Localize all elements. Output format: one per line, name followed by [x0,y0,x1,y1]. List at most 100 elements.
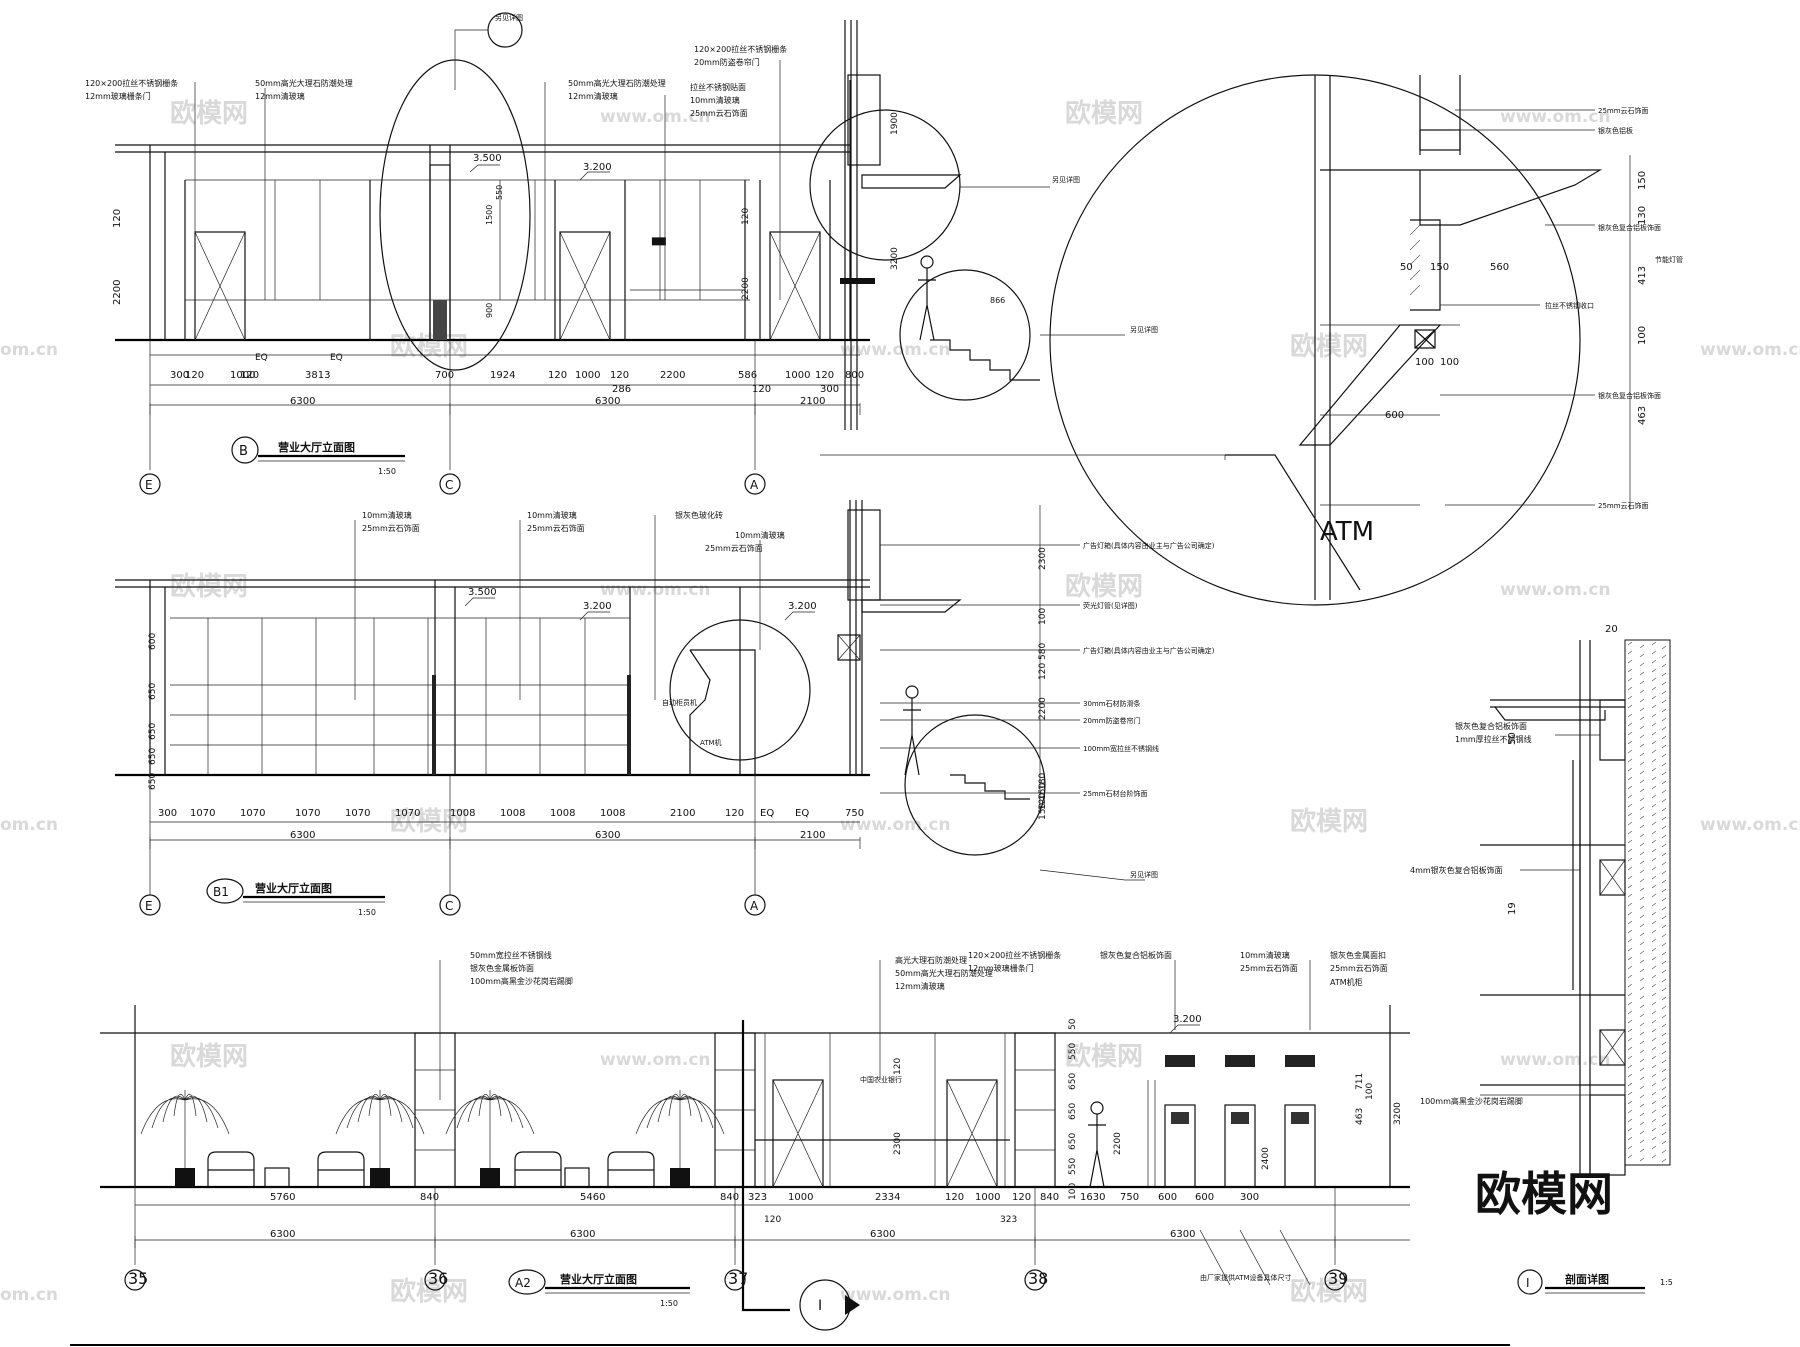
dim-label: 323 [748,1192,767,1203]
atm-dim: 150 [1430,262,1449,273]
level-marker: 3.200 [1173,1014,1202,1025]
watermark: 欧模网 [1290,331,1368,362]
height-dim: 3200 [890,247,900,270]
dim-label: 300 [820,384,839,395]
equipment-label: 自动柜员机 [662,698,697,707]
section-detail-i: 银灰色复合铝板饰面 1mm厚拉丝不锈钢线 4mm银灰色复合铝板饰面 100mm高… [1410,624,1673,1295]
dim-label: 1070 [345,808,370,819]
eq-label: EQ [255,353,268,363]
dim-label: 6300 [570,1229,595,1240]
svg-text:拉丝不锈钢贴面: 拉丝不锈钢贴面 [690,82,746,92]
human-figure [918,255,936,341]
height-dim: 550 [495,185,504,200]
svg-text:25mm云石饰面: 25mm云石饰面 [527,523,585,533]
bank-sign-glyph: ▆▆ [651,236,667,246]
watermark: 欧模网 [390,806,468,837]
material-notes: 10mm清玻璃 25mm云石饰面 10mm清玻璃 25mm云石饰面 银灰色玻化砖… [362,510,785,747]
svg-text:100mm高黑金沙花岗岩踢脚: 100mm高黑金沙花岗岩踢脚 [470,976,573,986]
side-table [264,1167,290,1188]
svg-text:10mm清玻璃: 10mm清玻璃 [527,510,577,520]
svg-text:25mm云石饰面: 25mm云石饰面 [705,543,763,553]
height-dim: 650 [1068,1133,1078,1150]
axis-label: 36 [428,1269,448,1288]
door-panel [772,1079,824,1188]
axis-bubble [724,1269,746,1291]
svg-text:120×200拉丝不锈钢栅条: 120×200拉丝不锈钢栅条 [968,950,1061,960]
dim-label: 120 [185,370,204,381]
height-dim: 120 [741,208,751,225]
svg-text:E: E [145,899,153,913]
svg-text:高光大理石防潮处理: 高光大理石防潮处理 [895,955,967,965]
dim-label: 600 [1158,1192,1177,1203]
watermark-url: www.om.cn [600,107,711,127]
section-tag: I [818,1298,822,1314]
svg-text:12mm清玻璃: 12mm清玻璃 [255,91,305,101]
svg-text:A2: A2 [515,1276,531,1290]
svg-text:1:50: 1:50 [378,467,396,476]
axis-bubble: C [439,473,461,495]
svg-text:拉丝不锈钢收口: 拉丝不锈钢收口 [1545,301,1594,310]
dim-label: 1000 [230,370,255,381]
dim-label: 840 [720,1192,739,1203]
dim-label: 1630 [1080,1192,1105,1203]
svg-text:荧光灯管(见详图): 荧光灯管(见详图) [1083,601,1138,610]
dim-label: 286 [612,384,631,395]
level-marker: 3.500 [468,587,497,598]
section-notes: 银灰色复合铝板饰面 1mm厚拉丝不锈钢线 4mm银灰色复合铝板饰面 100mm高… [1410,721,1532,1106]
atm-dim: 463 [1637,406,1648,425]
dim-label: 700 [435,370,454,381]
svg-text:营业大厅立面图: 营业大厅立面图 [255,881,332,895]
svg-text:广告灯箱(具体内容由业主与广告公司确定): 广告灯箱(具体内容由业主与广告公司确定) [1083,541,1215,550]
watermark-url: www.om.cn [840,815,951,835]
door-panel [194,231,246,341]
atm-bank [1164,1055,1316,1188]
height-dim: 650 [148,723,158,740]
svg-text:A: A [750,899,759,913]
dim-label: 1000 [785,370,810,381]
dim-label: 2100 [800,396,825,407]
svg-text:25mm云石饰面: 25mm云石饰面 [690,108,748,118]
dim-label: 586 [738,370,757,381]
dim-label: 6300 [290,396,315,407]
watermark-url: www.om.cn [840,1285,951,1305]
svg-text:营业大厅立面图: 营业大厅立面图 [560,1272,637,1286]
height-dim: 650 [148,748,158,765]
svg-text:1:50: 1:50 [358,908,376,917]
dim-label: 300 [158,808,177,819]
svg-text:银灰色复合铝板饰面: 银灰色复合铝板饰面 [1100,950,1172,960]
svg-text:10mm清玻璃: 10mm清玻璃 [1240,950,1290,960]
elevation-a2: 中国农业银行 I 3.200 50mm宽拉丝不锈钢线 银灰色金属板饰面 100m… [100,950,1410,1331]
svg-text:1:50: 1:50 [660,1299,678,1308]
svg-text:12mm玻璃栅条门: 12mm玻璃栅条门 [85,91,151,101]
svg-text:C: C [445,478,453,492]
svg-text:广告灯箱(具体内容由业主与广告公司确定): 广告灯箱(具体内容由业主与广告公司确定) [1083,646,1215,655]
concrete-hatch [1627,641,1667,1163]
dim-label: 5460 [580,1192,605,1203]
axis-bubble [424,1269,446,1291]
door-panel [769,231,821,341]
height-dim: 650 [1068,1103,1078,1120]
svg-text:25mm云石饰面: 25mm云石饰面 [1240,963,1298,973]
axis-bubble: A [744,894,766,916]
dim-label: 300 [1240,1192,1259,1203]
detail-callout-circle [809,109,961,261]
height-dim: 120 [112,209,123,228]
watermark: 欧模网 [170,1041,248,1072]
callout-label: 另见详图 [1052,175,1080,184]
detail-callout-circle [899,269,1031,401]
dim-label: 1070 [395,808,420,819]
material-notes: 120×200拉丝不锈钢栅条 12mm玻璃栅条门 50mm高光大理石防潮处理 1… [85,44,787,118]
dim-label: 1070 [190,808,215,819]
column-block [714,1032,756,1188]
callout-label: 另见详图 [495,13,523,22]
svg-text:ATM机柜: ATM机柜 [1330,977,1363,987]
svg-text:12mm清玻璃: 12mm清玻璃 [568,91,618,101]
height-dim: 1900 [890,112,900,135]
elevation-b1: 3.500 3.200 3.200 10mm清玻璃 25mm云石饰面 10mm清… [115,500,1215,917]
